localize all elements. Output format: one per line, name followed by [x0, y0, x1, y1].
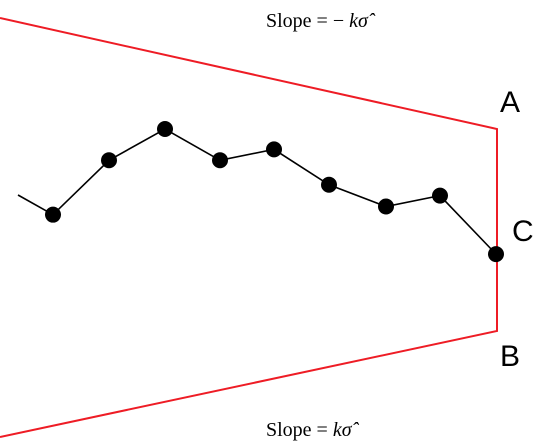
point-c-label: C: [512, 215, 534, 248]
data-point: [321, 176, 337, 193]
data-point: [432, 187, 448, 204]
data-point: [266, 141, 282, 158]
data-point: [45, 206, 61, 223]
series-line: [17, 128, 497, 255]
top-slope-label: Slope = − kσ̂: [266, 10, 376, 32]
upper-boundary-line: [0, 17, 498, 237]
data-point: [212, 152, 228, 169]
bottom-slope-label: Slope = kσ̂: [266, 419, 360, 441]
data-point: [378, 198, 394, 215]
point-c-marker: [488, 246, 504, 263]
data-point: [101, 152, 117, 169]
point-b-label: B: [500, 340, 520, 373]
data-point: [157, 121, 173, 137]
data-series: [17, 121, 504, 263]
lower-boundary-line: [0, 237, 498, 438]
point-a-label: A: [500, 86, 520, 119]
